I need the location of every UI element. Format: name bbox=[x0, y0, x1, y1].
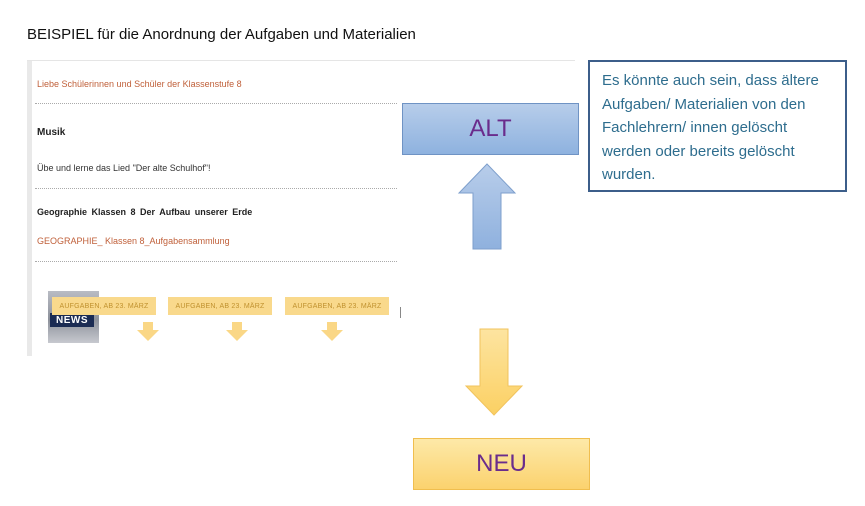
task-tag[interactable]: AUFGABEN, AB 23. MÄRZ bbox=[52, 297, 156, 315]
geography-link[interactable]: GEOGRAPHIE_ Klassen 8_Aufgabensammlung bbox=[37, 236, 230, 246]
small-down-arrow-icon bbox=[137, 322, 159, 341]
screenshot-top-edge bbox=[27, 60, 575, 61]
down-arrow-icon bbox=[464, 328, 524, 416]
task-tag[interactable]: AUFGABEN, AB 23. MÄRZ bbox=[168, 297, 272, 315]
up-arrow-icon bbox=[457, 163, 517, 250]
music-heading: Musik bbox=[37, 127, 66, 138]
greeting-text: Liebe Schülerinnen und Schüler der Klass… bbox=[37, 79, 242, 89]
screenshot-left-edge bbox=[27, 60, 32, 356]
divider bbox=[35, 188, 397, 189]
alt-label: ALT bbox=[469, 115, 512, 142]
page-title: BEISPIEL für die Anordnung der Aufgaben … bbox=[27, 26, 416, 43]
note-box: Es könnte auch sein, dass ältere Aufgabe… bbox=[588, 60, 847, 192]
alt-box: ALT bbox=[402, 103, 579, 155]
scroll-indicator bbox=[400, 307, 401, 318]
small-down-arrow-icon bbox=[321, 322, 343, 341]
music-task: Übe und lerne das Lied "Der alte Schulho… bbox=[37, 163, 211, 173]
news-thumbnail-label: NEWS bbox=[50, 313, 94, 327]
neu-box: NEU bbox=[413, 438, 590, 490]
neu-label: NEU bbox=[476, 450, 527, 477]
task-tag[interactable]: AUFGABEN, AB 23. MÄRZ bbox=[285, 297, 389, 315]
note-text: Es könnte auch sein, dass ältere Aufgabe… bbox=[602, 72, 819, 183]
divider bbox=[35, 103, 397, 104]
geography-heading: Geographie Klassen 8 Der Aufbau unserer … bbox=[37, 207, 253, 217]
small-down-arrow-icon bbox=[226, 322, 248, 341]
divider bbox=[35, 261, 397, 262]
